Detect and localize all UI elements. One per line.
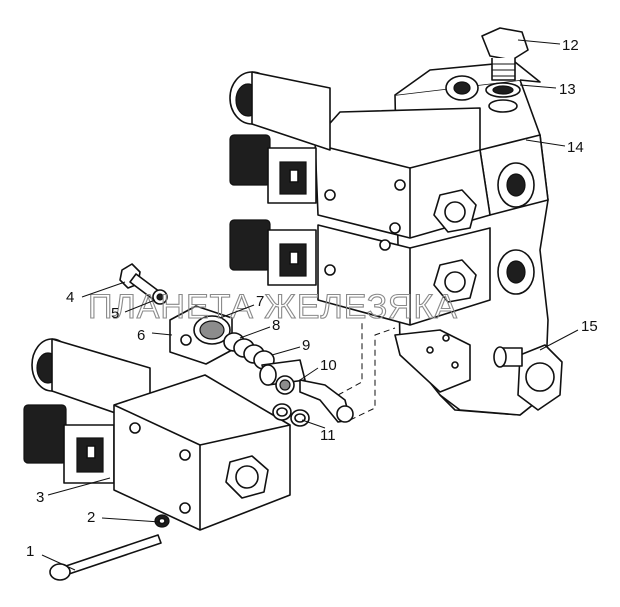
upper-solenoid-coil (229, 71, 331, 204)
washer-5 (152, 289, 168, 305)
callout-9: 9 (302, 337, 310, 354)
callout-4: 4 (66, 289, 74, 306)
callout-10: 10 (320, 357, 337, 374)
callout-13: 13 (559, 81, 576, 98)
callout-1: 1 (26, 543, 34, 560)
callout-2: 2 (87, 509, 95, 526)
mounting-plate (394, 329, 471, 393)
bolt-1 (49, 534, 162, 581)
upper-solenoid-block (314, 107, 491, 239)
plug-12 (481, 27, 529, 81)
leader-lines (41, 39, 579, 571)
callout-6: 6 (137, 327, 145, 344)
washer-2 (154, 514, 170, 528)
watermark-text: ПЛАНЕТА ЖЕЛЕЗЯКА (88, 288, 458, 326)
piston-9 (259, 359, 306, 386)
lower-solenoid-block (229, 219, 491, 326)
callout-7: 7 (256, 293, 264, 310)
callout-12: 12 (562, 37, 579, 54)
assembly-lines (337, 322, 396, 421)
spring-8 (223, 332, 275, 370)
callout-11: 11 (320, 427, 336, 444)
callout-15: 15 (581, 318, 598, 335)
callout-3: 3 (36, 489, 44, 506)
plug-15 (493, 344, 563, 411)
solenoid-block-3 (113, 374, 291, 531)
callout-8: 8 (272, 317, 280, 334)
callouts: 1 2 3 4 5 6 7 8 9 10 11 12 13 14 15 (26, 37, 598, 560)
solenoid-coil-3 (23, 338, 151, 484)
washer-13 (485, 82, 521, 113)
seal-7 (193, 315, 231, 345)
callout-5: 5 (111, 305, 119, 322)
rings-11 (272, 403, 310, 427)
callout-14: 14 (567, 139, 584, 156)
plunger-10 (275, 375, 354, 423)
